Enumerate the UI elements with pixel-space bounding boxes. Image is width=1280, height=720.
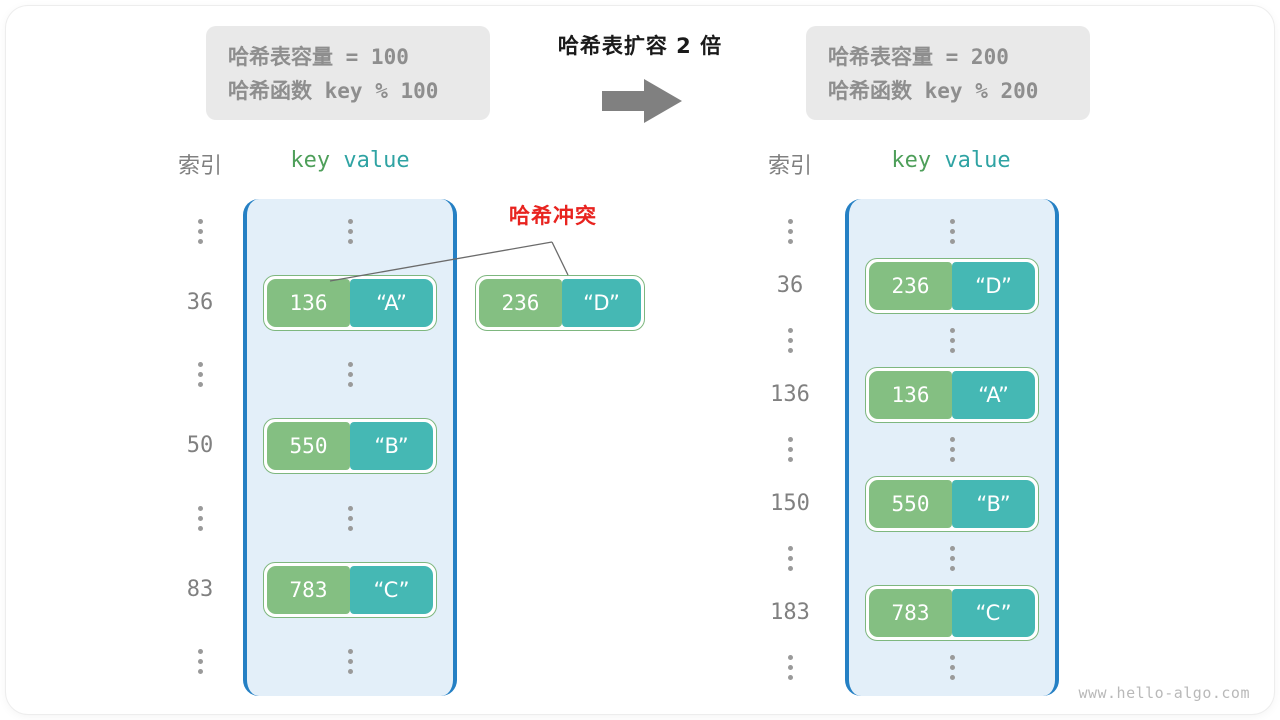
before-kv-header: key value bbox=[245, 148, 455, 173]
entry-value: “A” bbox=[350, 278, 433, 327]
entry-key: 550 bbox=[267, 422, 350, 471]
bucket-entry: 236“D” bbox=[865, 257, 1039, 314]
right-arrow-icon bbox=[602, 79, 682, 123]
before-function-value: key % 100 bbox=[312, 79, 439, 103]
entry-value: “A” bbox=[952, 370, 1035, 419]
index-label: 183 bbox=[770, 599, 810, 625]
after-info-box: 哈希表容量 = 200 哈希函数 key % 200 bbox=[806, 26, 1090, 120]
after-function-value: key % 200 bbox=[912, 79, 1039, 103]
entry-key: 783 bbox=[267, 566, 350, 614]
after-capacity-line: 哈希表容量 = 200 bbox=[828, 40, 1068, 74]
after-function-label: 哈希函数 bbox=[828, 79, 912, 103]
index-ellipsis bbox=[190, 203, 210, 259]
entry-key: 236 bbox=[869, 261, 952, 310]
after-capacity-value: = 200 bbox=[933, 45, 1009, 69]
colliding-entry-value: “D” bbox=[561, 279, 641, 327]
bucket-entry: 550“B” bbox=[865, 475, 1039, 532]
after-index-header: 索引 bbox=[767, 154, 812, 179]
index-label: 36 bbox=[186, 289, 214, 315]
before-function-label: 哈希函数 bbox=[228, 79, 312, 103]
before-capacity-line: 哈希表容量 = 100 bbox=[228, 40, 468, 74]
resize-caption: 哈希表扩容 2 倍 bbox=[557, 34, 723, 58]
before-function-line: 哈希函数 key % 100 bbox=[228, 74, 468, 108]
index-ellipsis bbox=[780, 203, 800, 259]
entry-key: 550 bbox=[869, 479, 952, 528]
index-label: 136 bbox=[770, 381, 810, 407]
before-capacity-value: = 100 bbox=[333, 45, 409, 69]
bucket-ellipsis bbox=[942, 203, 962, 259]
colliding-entry-key: 236 bbox=[479, 279, 562, 327]
index-label: 50 bbox=[186, 433, 214, 459]
after-capacity-label: 哈希表容量 bbox=[828, 45, 933, 69]
bucket-ellipsis bbox=[340, 347, 360, 403]
after-kv-header: key value bbox=[846, 148, 1056, 173]
bucket-entry: 783“C” bbox=[865, 584, 1039, 641]
bucket-ellipsis bbox=[942, 530, 962, 586]
after-key-header: key bbox=[891, 148, 932, 173]
entry-value: “B” bbox=[952, 479, 1035, 528]
before-key-header: key bbox=[290, 148, 331, 173]
index-ellipsis bbox=[780, 312, 800, 368]
index-ellipsis bbox=[780, 421, 800, 477]
entry-key: 783 bbox=[869, 588, 952, 637]
index-ellipsis bbox=[190, 490, 210, 546]
index-ellipsis bbox=[780, 530, 800, 586]
collision-label: 哈希冲突 bbox=[509, 204, 597, 228]
bucket-entry: 783“C” bbox=[263, 562, 437, 618]
index-ellipsis bbox=[780, 639, 800, 695]
bucket-entry: 550“B” bbox=[263, 418, 437, 475]
bucket-ellipsis bbox=[340, 634, 360, 690]
after-function-line: 哈希函数 key % 200 bbox=[828, 74, 1068, 108]
index-ellipsis bbox=[190, 347, 210, 403]
index-label: 36 bbox=[776, 272, 804, 298]
bucket-ellipsis bbox=[942, 312, 962, 368]
entry-value: “B” bbox=[350, 422, 433, 471]
entry-key: 136 bbox=[869, 370, 952, 419]
diagram-frame bbox=[6, 6, 1274, 714]
entry-key: 136 bbox=[267, 278, 350, 327]
colliding-entry: 236 “D” bbox=[475, 275, 645, 331]
before-capacity-label: 哈希表容量 bbox=[228, 45, 333, 69]
before-value-header: value bbox=[343, 148, 410, 173]
index-ellipsis bbox=[190, 634, 210, 690]
entry-value: “D” bbox=[952, 261, 1035, 310]
before-index-header: 索引 bbox=[177, 154, 222, 179]
bucket-entry: 136“A” bbox=[865, 366, 1039, 423]
watermark: www.hello-algo.com bbox=[1078, 684, 1250, 702]
bucket-ellipsis bbox=[340, 203, 360, 259]
bucket-entry: 136“A” bbox=[263, 274, 437, 331]
after-value-header: value bbox=[944, 148, 1011, 173]
bucket-ellipsis bbox=[340, 490, 360, 546]
bucket-ellipsis bbox=[942, 421, 962, 477]
before-info-box: 哈希表容量 = 100 哈希函数 key % 100 bbox=[206, 26, 490, 120]
index-label: 83 bbox=[186, 577, 214, 602]
bucket-ellipsis bbox=[942, 639, 962, 695]
entry-value: “C” bbox=[952, 588, 1035, 637]
entry-value: “C” bbox=[350, 566, 433, 614]
index-label: 150 bbox=[770, 490, 810, 516]
